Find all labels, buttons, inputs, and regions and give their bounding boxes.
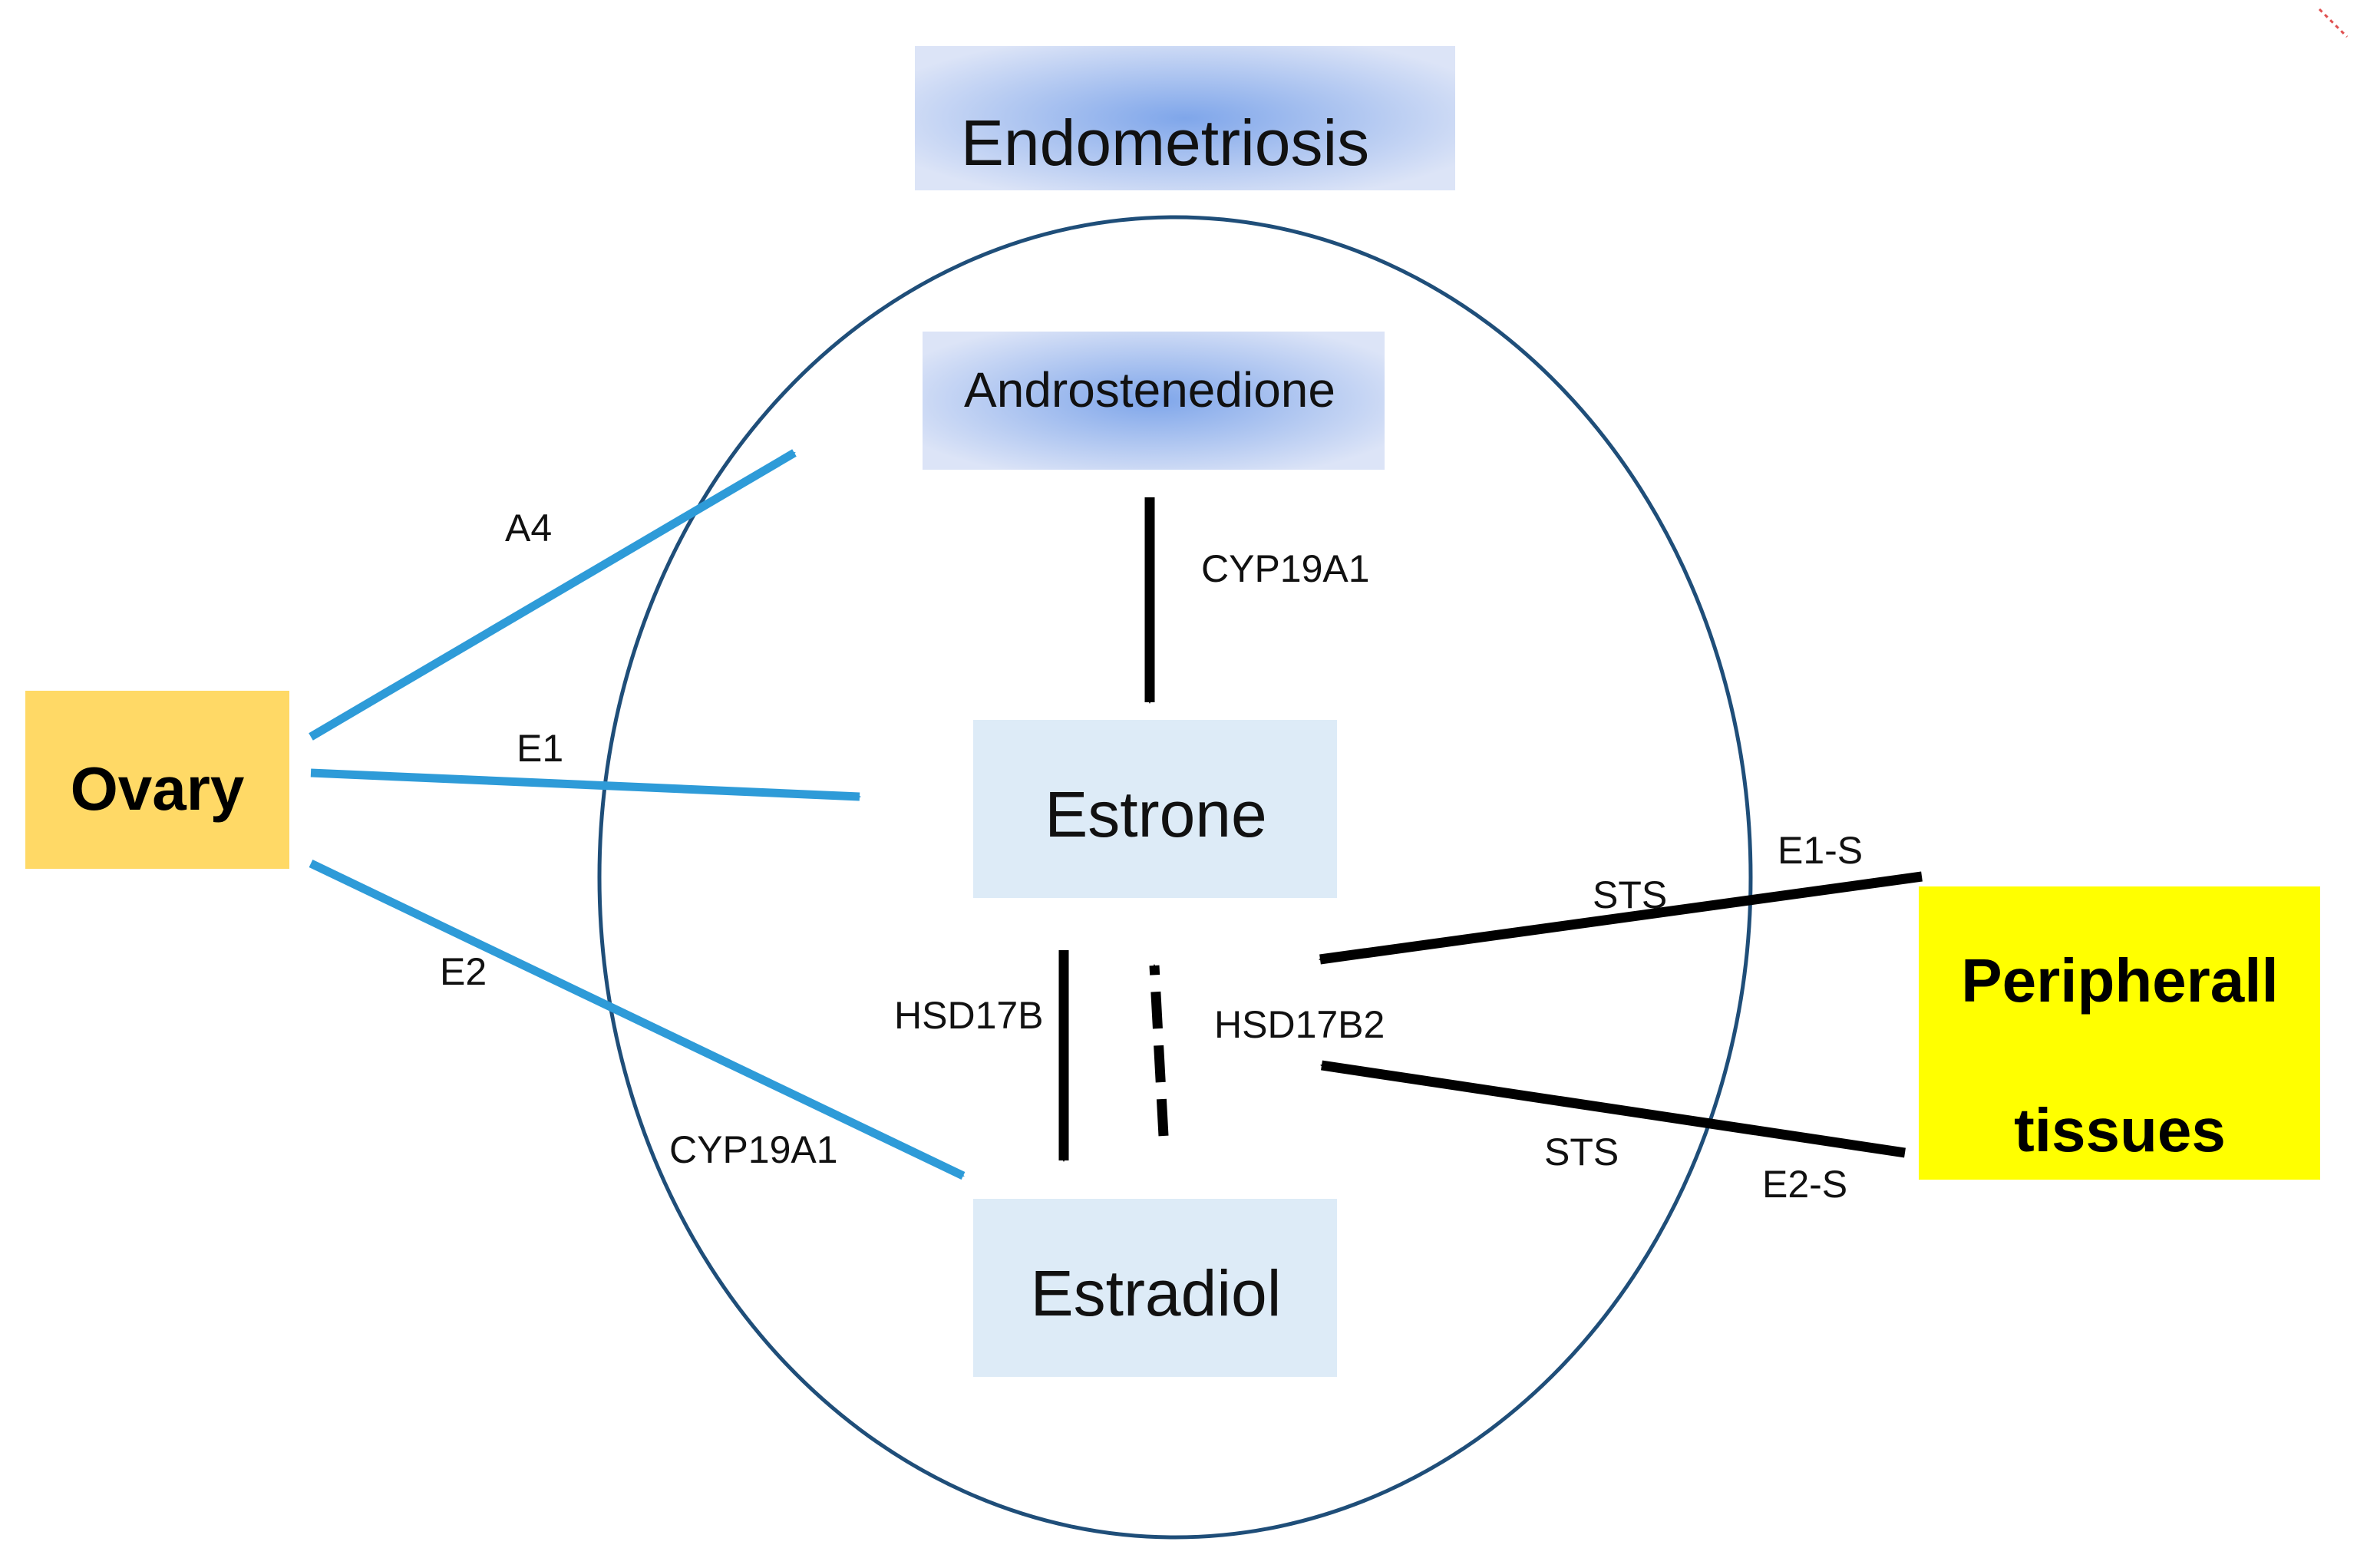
arrow-peripheral-e1s	[1319, 871, 1923, 965]
peripheral-tissues-label-line1: Peripherall	[1961, 946, 2279, 1015]
estradiol-label: Estradiol	[1031, 1257, 1282, 1329]
label-cyp19a1-left: CYP19A1	[669, 1128, 838, 1171]
corner-dotted-mark	[2318, 8, 2349, 38]
arrow-peripheral-e2s	[1320, 1060, 1906, 1158]
label-e1s: E1-S	[1778, 829, 1863, 872]
label-e2: E2	[440, 950, 487, 993]
peripheral-tissues-label-line2: tissues	[2014, 1096, 2226, 1164]
label-hsd17b2: HSD17B2	[1214, 1003, 1385, 1046]
androstenedione-box	[923, 332, 1385, 470]
label-a4: A4	[505, 507, 552, 550]
endometriosis-title-box	[915, 46, 1455, 190]
androstenedione-label: Androstenedione	[964, 362, 1335, 418]
label-e2s: E2-S	[1762, 1163, 1847, 1206]
estrone-box	[973, 720, 1337, 898]
arrow-ovary-a4	[309, 449, 797, 741]
arrow-ovary-e2	[309, 860, 966, 1180]
arrow-ovary-e1	[310, 768, 861, 801]
cell-ellipse	[597, 215, 1753, 1540]
ovary-box	[25, 691, 289, 869]
endometriosis-title: Endometriosis	[961, 107, 1369, 179]
estradiol-box	[973, 1199, 1337, 1377]
estrone-label: Estrone	[1045, 778, 1267, 850]
peripheral-tissues-box	[1919, 886, 2320, 1180]
label-cyp19a1-top: CYP19A1	[1201, 547, 1370, 590]
arrow-estradiol-estrone-dashed	[1149, 964, 1169, 1137]
ovary-label: Ovary	[71, 754, 245, 823]
label-sts-top: STS	[1593, 873, 1667, 916]
label-hsd17b: HSD17B	[894, 994, 1044, 1037]
label-sts-bottom: STS	[1544, 1131, 1619, 1174]
label-e1: E1	[517, 727, 563, 770]
